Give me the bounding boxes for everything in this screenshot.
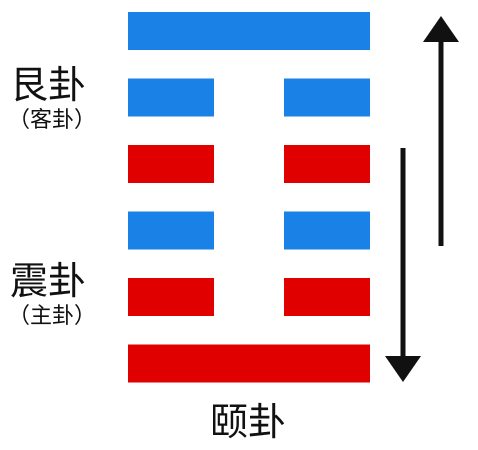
arrow-down-icon	[385, 148, 421, 382]
line-6-solid	[128, 344, 370, 383]
line-3-right	[284, 145, 370, 183]
upper-trigram-role: （客卦）	[8, 108, 97, 133]
arrow-down-head	[385, 356, 421, 382]
hexagram-lines	[128, 12, 370, 383]
arrow-up-head	[423, 16, 459, 42]
line-2-left	[128, 78, 214, 117]
hexagram-title: 颐卦	[210, 400, 287, 444]
line-2-right	[284, 78, 370, 117]
line-3-left	[128, 145, 214, 183]
line-5-right	[284, 278, 370, 316]
lower-trigram-role: （主卦）	[8, 304, 97, 329]
line-5-left	[128, 278, 214, 316]
arrow-up-icon	[423, 16, 459, 246]
line-1-solid	[128, 12, 370, 50]
flow-arrows	[385, 16, 459, 382]
upper-trigram-name: 艮卦	[10, 63, 87, 107]
line-4-left	[128, 211, 214, 250]
lower-trigram-name: 震卦	[10, 259, 87, 303]
line-4-right	[284, 211, 370, 250]
